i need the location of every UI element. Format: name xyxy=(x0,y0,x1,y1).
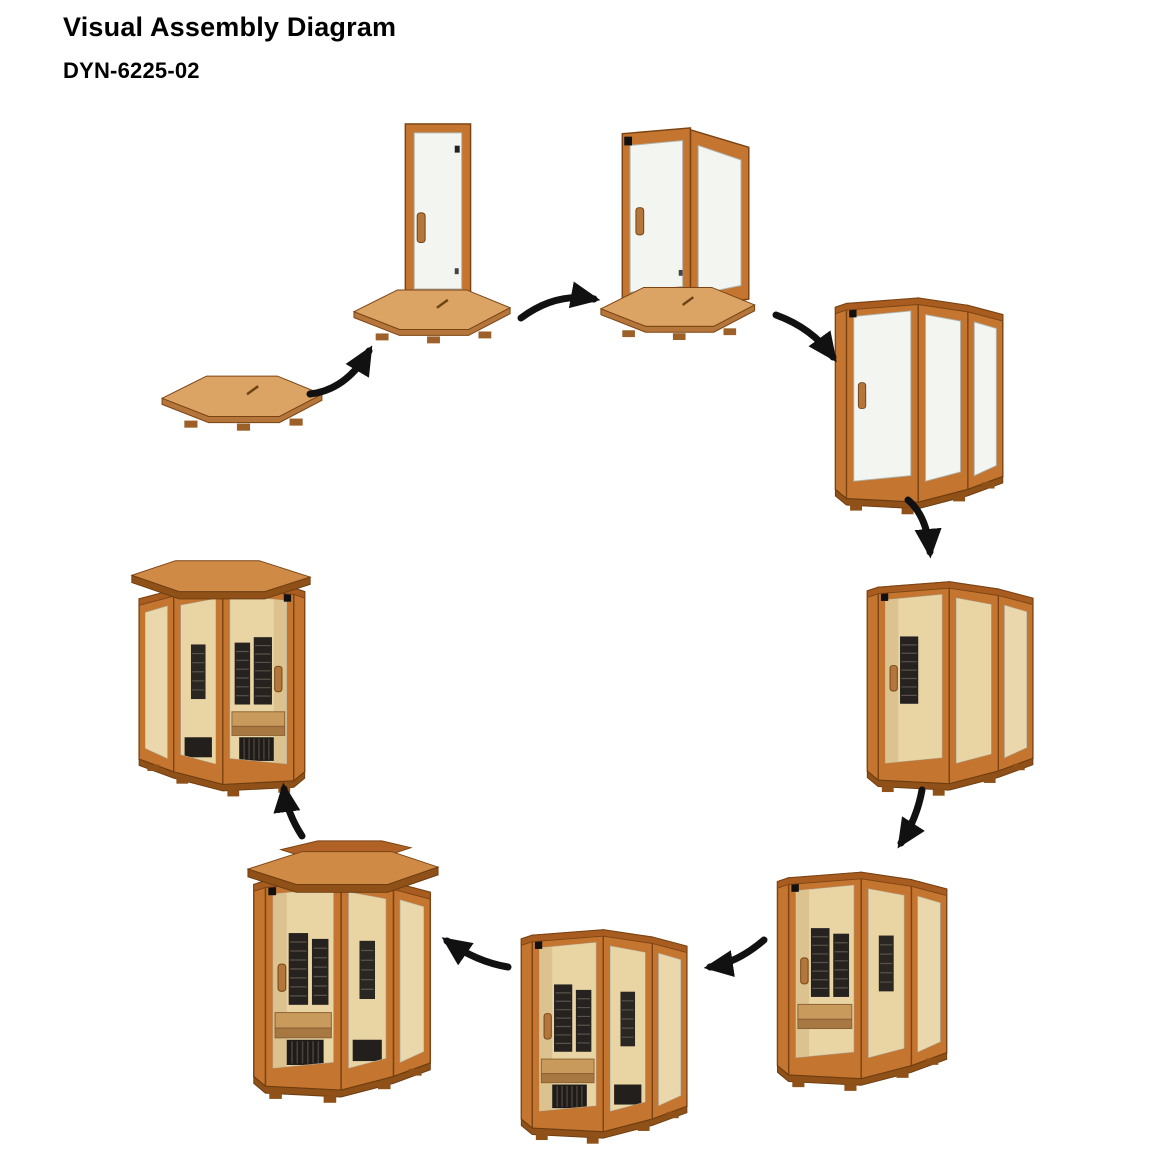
model-number: DYN-6225-02 xyxy=(63,58,200,83)
assembly-step-5-back-panels-installed xyxy=(860,560,1042,797)
sauna-illustration xyxy=(130,560,312,797)
sauna-illustration xyxy=(599,127,756,340)
assembly-step-6-heater-panels-installed xyxy=(770,850,956,1092)
sauna-illustration xyxy=(352,123,512,344)
assembly-step-3-door-and-side-wall xyxy=(597,124,777,344)
assembly-step-2-door-wall-on-base xyxy=(350,120,518,349)
sauna-illustration xyxy=(834,297,1004,515)
assembly-step-1-floor-base-panel xyxy=(158,370,330,433)
assembly-step-7-bench-and-floor-heater xyxy=(514,908,696,1145)
assembly-step-4-wall-shell xyxy=(828,276,1012,515)
arrow-step3-to-step4 xyxy=(772,311,837,363)
sauna-illustration xyxy=(246,840,440,1103)
sauna-illustration xyxy=(776,871,948,1091)
arrow-step7-to-step8 xyxy=(441,937,512,971)
assembly-step-9-assembled-sauna xyxy=(130,548,312,797)
assembly-step-8-roof-installed xyxy=(246,838,440,1104)
sauna-illustration xyxy=(866,581,1034,796)
page-title: Visual Assembly Diagram xyxy=(63,12,397,42)
arrow-step5-to-step6 xyxy=(897,786,926,849)
sauna-illustration xyxy=(160,375,324,431)
sauna-illustration xyxy=(520,929,688,1144)
arrow-step2-to-step3 xyxy=(517,281,601,322)
arrow-step6-to-step7 xyxy=(703,936,768,978)
